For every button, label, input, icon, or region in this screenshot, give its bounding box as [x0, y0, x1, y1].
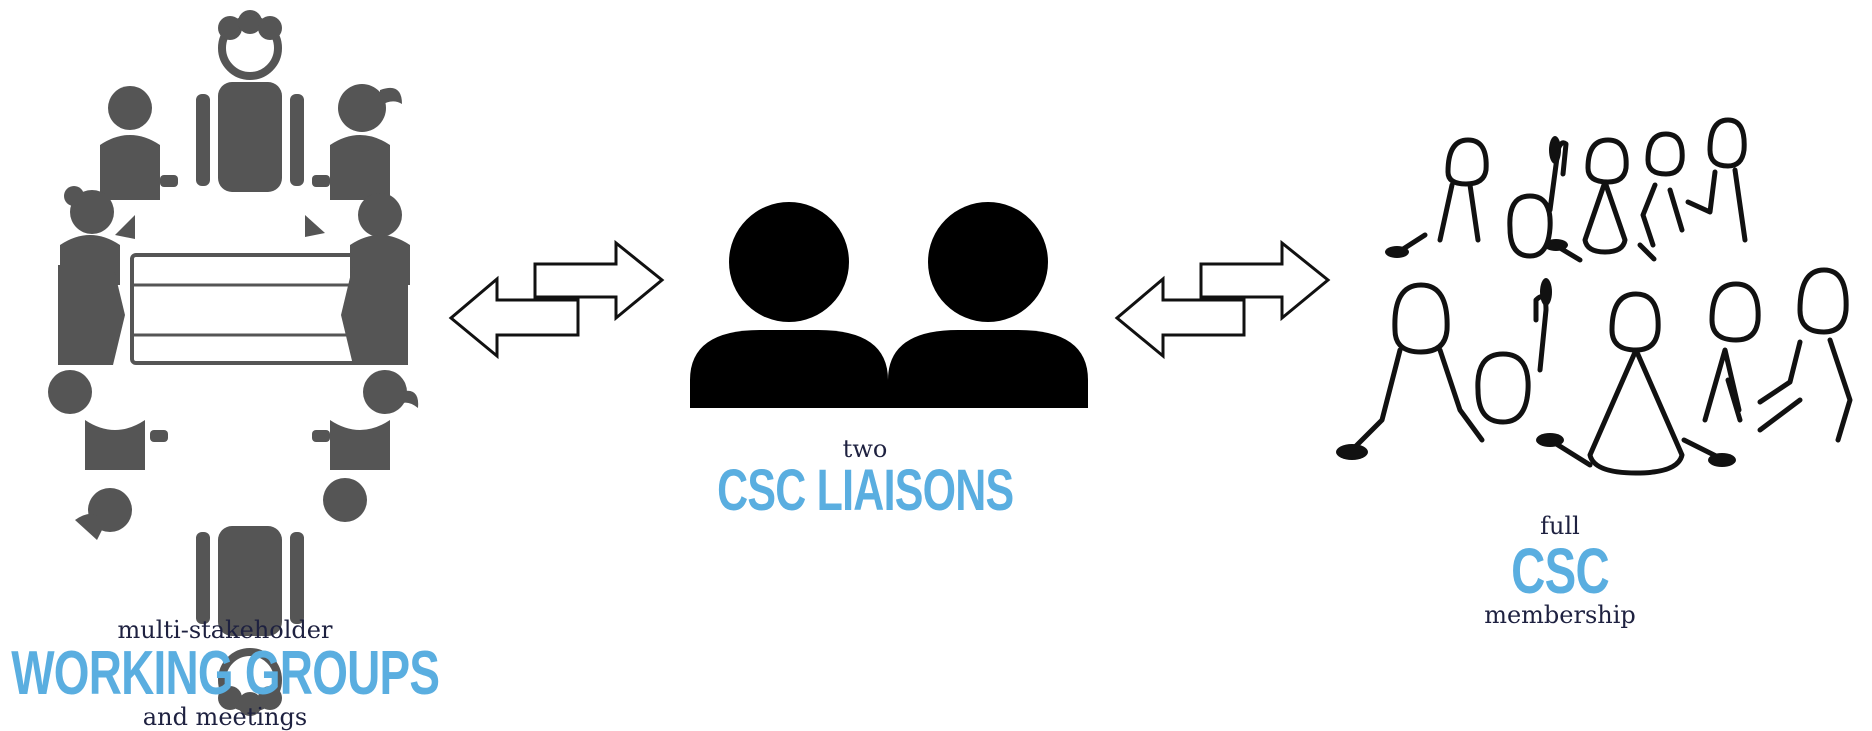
- crowd-sketch-feet: [1336, 136, 1736, 467]
- bidirectional-arrow-icon: [448, 239, 665, 360]
- crowd-sketch-icon: [1349, 117, 1853, 476]
- liaisons-title: CSC LIAISONS: [716, 458, 1014, 524]
- membership-title: CSC: [1511, 535, 1610, 608]
- bidirectional-arrow-icon: [1114, 239, 1331, 360]
- meeting-table-icon: [48, 10, 419, 716]
- liaisons-line1: two: [842, 435, 888, 463]
- liaisons-label: two CSC LIAISONS: [700, 435, 1030, 524]
- membership-line1: full: [1540, 512, 1580, 540]
- membership-line3: membership: [1484, 601, 1636, 630]
- working-groups-label: multi-stakeholder WORKING GROUPS and mee…: [11, 616, 440, 731]
- working-groups-line1: multi-stakeholder: [117, 616, 333, 644]
- working-groups-title: WORKING GROUPS: [10, 639, 440, 709]
- working-groups-line3: and meetings: [142, 703, 308, 731]
- membership-label: full CSC membership: [1440, 512, 1680, 630]
- two-people-icon: [690, 202, 1088, 408]
